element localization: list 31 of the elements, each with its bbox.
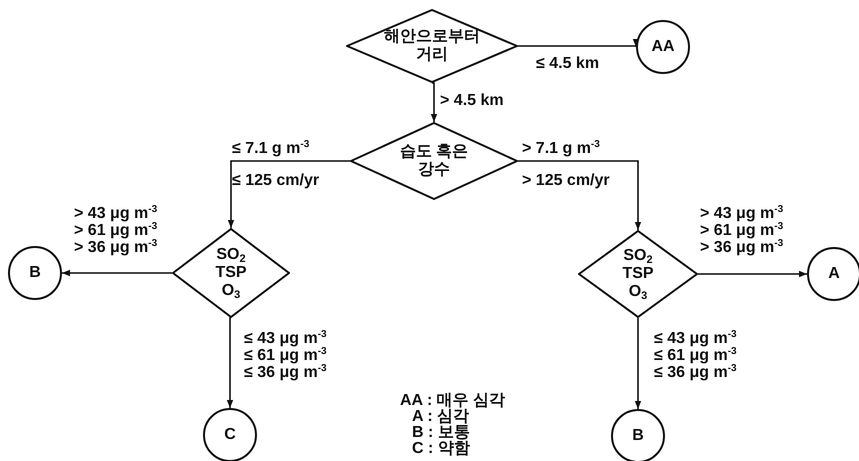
condition-label: ≤ 125 cm/yr [232,172,320,189]
edge-label: > 43 μg m$^{-3}$ > 61 μg m$^{-3}$ > 36 μg m$^{-3}$ [74,205,158,256]
arrow [228,160,350,228]
arrow [518,160,642,230]
decision-diamond: 습도 혹은 강수 [350,122,518,200]
outcome-circle: B [8,246,62,300]
key-text: AA : 매우 심각 [400,392,506,409]
edge-label: > 43 μg m$^{-3}$ > 61 μg m$^{-3}$ > 36 μg m$^{-3}$ [700,205,784,256]
arrow [518,39,640,48]
arrow [226,317,234,408]
decision-diamond: 해안으로부터 거리 [346,9,518,83]
key-text: B : 보통 [412,424,470,441]
arrow [634,318,642,409]
condition-label: > 125 cm/yr [522,172,610,189]
edge-label: ≤ 43 μg m$^{-3}$ ≤ 61 μg m$^{-3}$ ≤ 36 μg m$^{-3}$ [244,330,328,381]
outcome-circle: C [203,408,257,461]
key-text: C : 약함 [412,440,470,457]
outcome-circle: A [807,247,859,301]
outcome-circle: B [611,409,665,461]
key-text: A : 심각 [412,408,470,425]
decision-diamond: SO$_{2}$ TSP O$_{3}$ [578,230,698,318]
arrow [62,270,172,276]
edge-label: ≤ 43 μg m$^{-3}$ ≤ 61 μg m$^{-3}$ ≤ 36 μg m$^{-3}$ [654,330,738,381]
edge-label: ≤ 4.5 km [536,55,600,72]
decision-diamond: SO$_{2}$ TSP O$_{3}$ [172,228,290,318]
edge-label: > 7.1 g m$^{-3}$ [522,140,601,157]
edge-label: > 4.5 km [440,92,505,109]
arrow [698,270,807,278]
arrow [430,82,438,122]
outcome-circle: AA [636,20,690,74]
edge-label: ≤ 7.1 g m$^{-3}$ [232,140,310,157]
